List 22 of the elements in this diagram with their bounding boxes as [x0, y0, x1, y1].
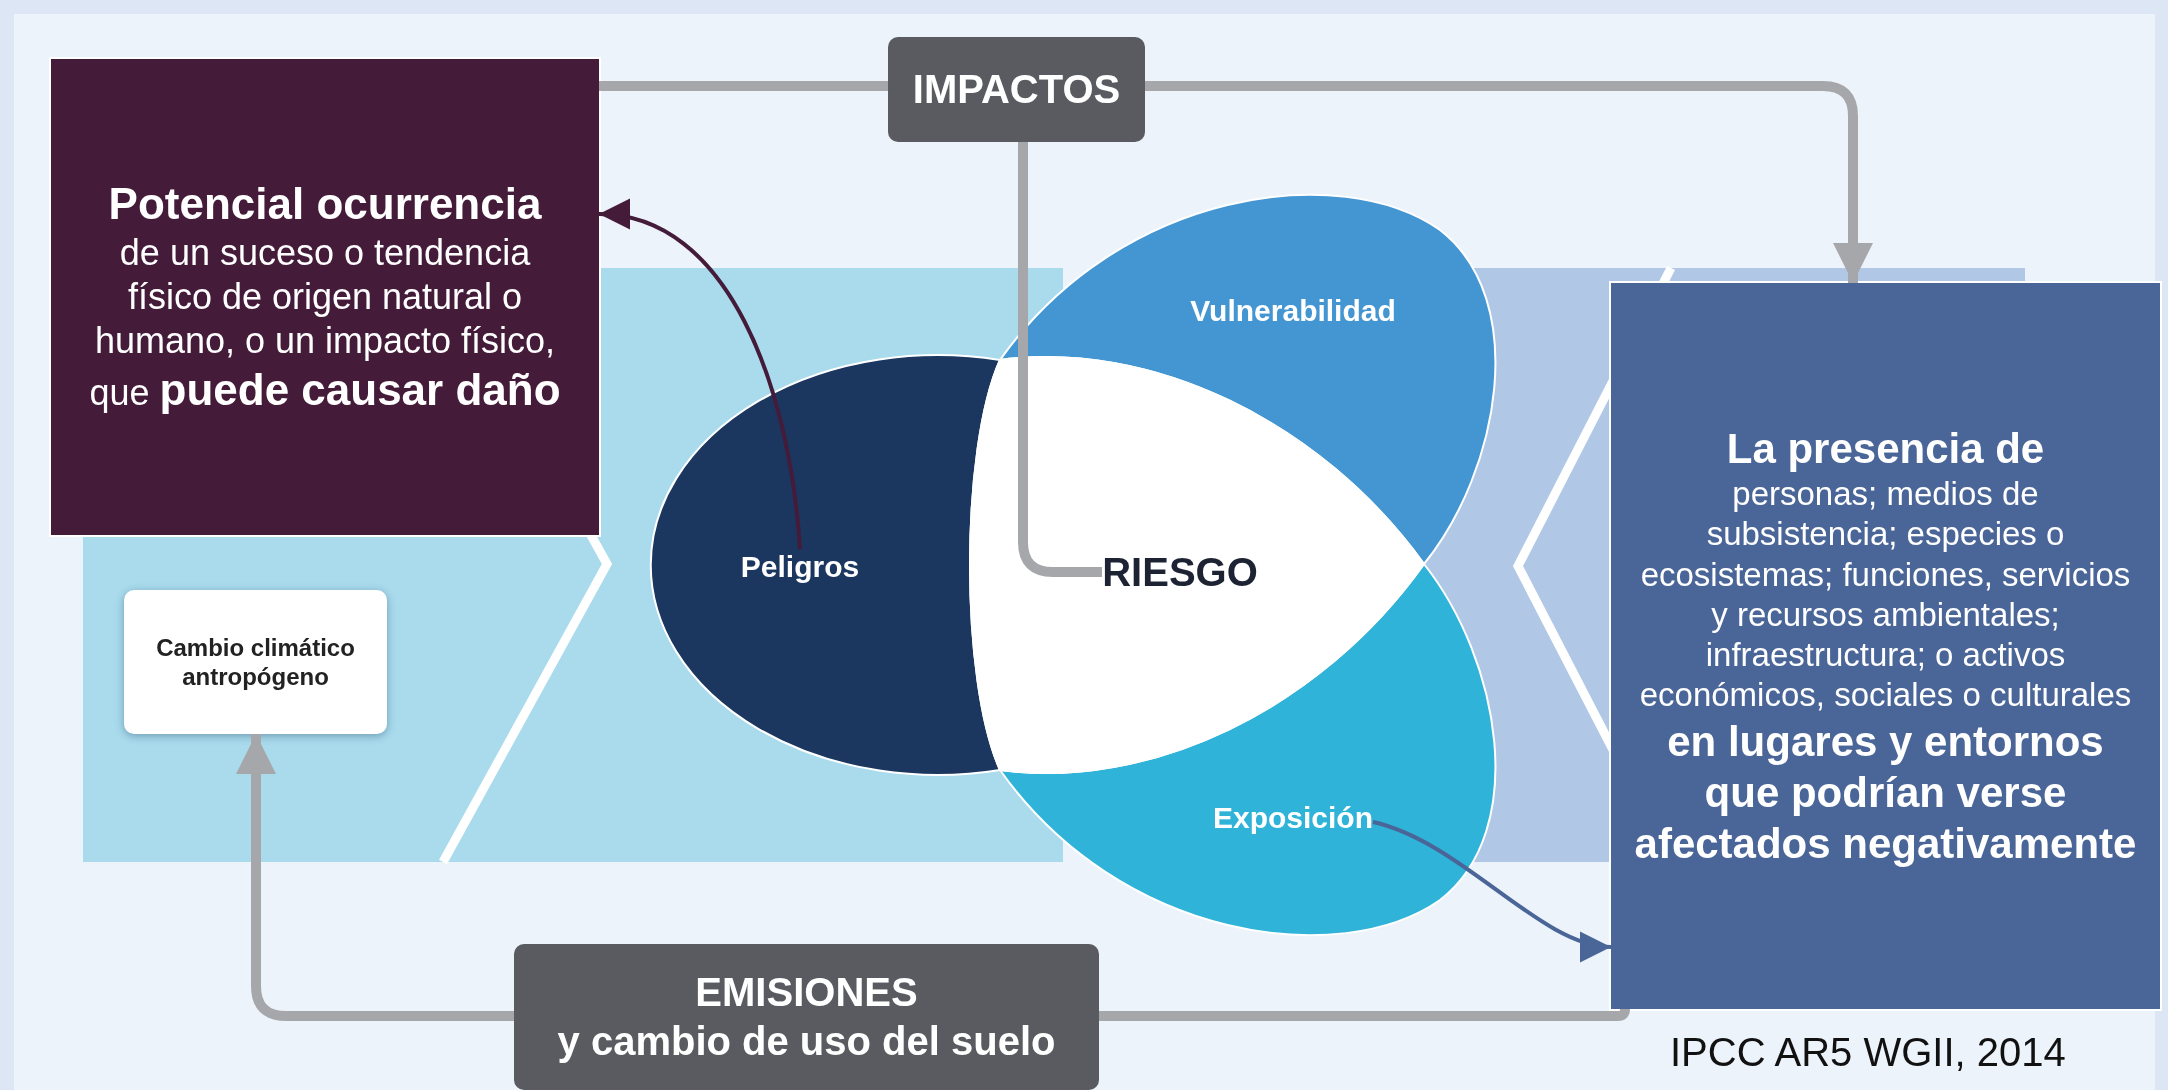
node-label: Exposición [1213, 799, 1373, 837]
node-label: RIESGO [1102, 547, 1258, 597]
connector-line [1018, 142, 1102, 577]
heading-text: La presencia de [1726, 423, 2045, 474]
body-text: personas; medios de subsistencia; especies o ecosistemas; funciones, servicios y recursos ambientales; infraestructura; o activos económicos, sociales o culturales en lugares y entornos que podrían verse afectados negativamente [1633, 474, 2138, 869]
process-box [124, 590, 387, 734]
heading-text: Potencial ocurrencia [108, 178, 542, 231]
source-caption: IPCC AR5 WGII, 2014 [1670, 1030, 2066, 1075]
node-label: IMPACTOS [912, 66, 1121, 114]
connector-line [599, 81, 888, 91]
heading-box [514, 944, 1099, 1090]
heading-box [888, 37, 1145, 142]
body-text: de un suceso o tendencia físico de origen natural o humano, o un impacto físico, que puede causar daño [88, 231, 562, 416]
node-label: Vulnerabilidad [1190, 292, 1396, 330]
definition-box [1611, 283, 2160, 1009]
node-label: Peligros [740, 548, 860, 586]
definition-box [51, 59, 599, 535]
node-label: Cambio climático antropógeno [155, 632, 356, 692]
body-text: y cambio de uso del suelo [557, 1018, 1056, 1065]
arrow [236, 734, 514, 1021]
heading-text: EMISIONES [695, 969, 918, 1017]
arrow [1145, 81, 1873, 283]
